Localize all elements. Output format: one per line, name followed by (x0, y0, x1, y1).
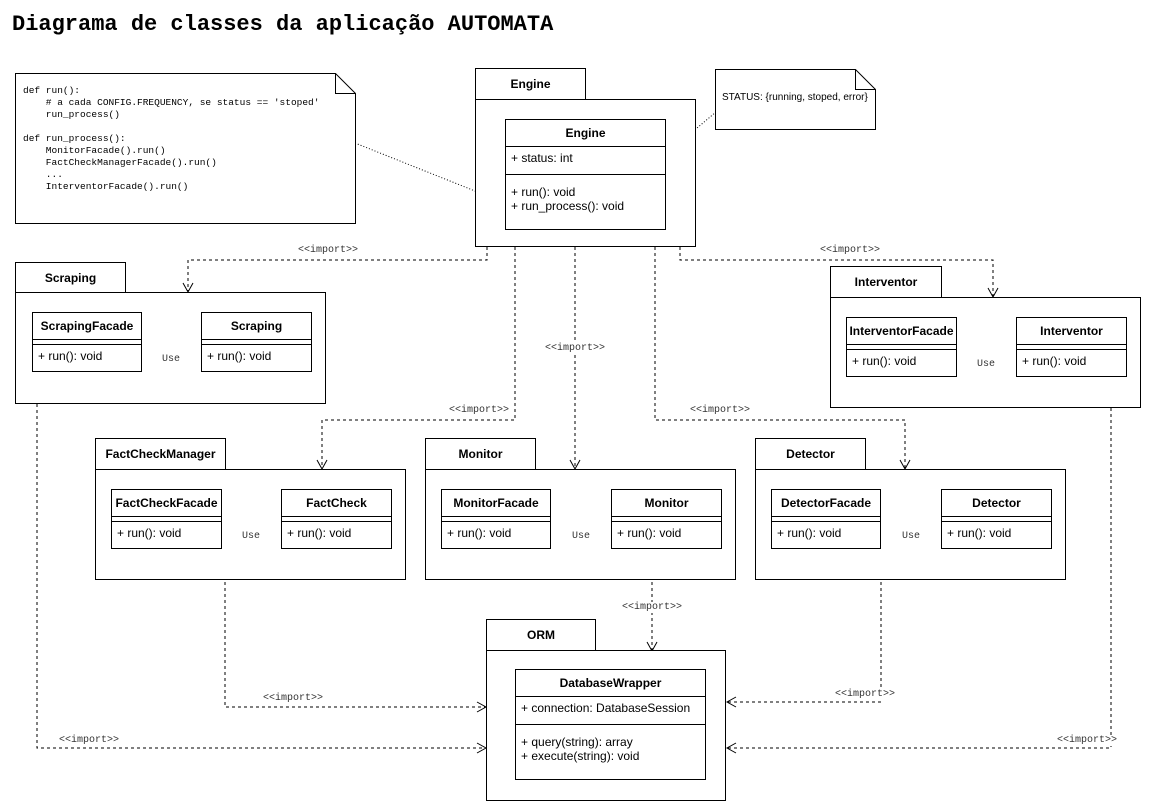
class-monitor-facade: MonitorFacade + run(): void (441, 489, 551, 549)
class-method: + run(): void (447, 526, 512, 540)
class-name: DatabaseWrapper (516, 670, 705, 697)
run-code-text: def run(): # a cada CONFIG.FREQUENCY, se… (23, 85, 320, 192)
class-divider (942, 517, 1051, 522)
import-label: <<import>> (690, 405, 751, 416)
import-scraping-orm (36, 404, 488, 754)
class-divider (112, 517, 221, 522)
class-method: + run(): void (852, 354, 917, 368)
class-factcheck: FactCheck + run(): void (281, 489, 392, 549)
class-name: Detector (942, 490, 1051, 517)
class-divider (1017, 345, 1126, 350)
import-engine-scraping (182, 247, 488, 294)
class-scraping-facade: ScrapingFacade + run(): void (32, 312, 142, 372)
class-method: + run(): void (511, 185, 576, 199)
import-factcheck-orm (224, 582, 488, 713)
import-interventor-orm (725, 408, 1112, 754)
package-tab-factcheckmanager: FactCheckManager (95, 438, 226, 470)
class-name: DetectorFacade (772, 490, 880, 517)
class-detector: Detector + run(): void (941, 489, 1052, 549)
class-detector-facade: DetectorFacade + run(): void (771, 489, 881, 549)
class-divider (282, 517, 391, 522)
class-interventor-facade: InterventorFacade + run(): void (846, 317, 957, 377)
class-database-wrapper: DatabaseWrapper + connection: DatabaseSe… (515, 669, 706, 780)
class-name: FactCheckFacade (112, 490, 221, 517)
class-divider (202, 340, 311, 345)
class-scraping: Scraping + run(): void (201, 312, 312, 372)
class-name: Interventor (1017, 318, 1126, 345)
class-name: Monitor (612, 490, 721, 517)
import-label: <<import>> (545, 343, 606, 354)
status-text: STATUS: {running, stoped, error} (722, 92, 868, 103)
import-label: <<import>> (1057, 735, 1118, 746)
use-label: Use (162, 354, 181, 365)
class-name: ScrapingFacade (33, 313, 141, 340)
diagram-title: Diagrama de classes da aplicação AUTOMAT… (12, 12, 554, 37)
class-divider (847, 345, 956, 350)
import-engine-detector (654, 247, 911, 471)
status-note: STATUS: {running, stoped, error} (715, 69, 876, 130)
package-tab-orm: ORM (486, 619, 596, 651)
package-tab-interventor: Interventor (830, 266, 942, 298)
import-engine-interventor (679, 247, 999, 299)
class-method: + query(string): array (521, 735, 633, 749)
class-method: + run(): void (777, 526, 842, 540)
import-label: <<import>> (449, 405, 510, 416)
note-shape (715, 69, 876, 130)
class-name: MonitorFacade (442, 490, 550, 517)
import-label: <<import>> (835, 689, 896, 700)
class-methods: + run(): void + run_process(): void (506, 175, 665, 217)
import-label: <<import>> (298, 245, 359, 256)
class-factcheck-facade: FactCheckFacade + run(): void (111, 489, 222, 549)
import-label: <<import>> (59, 735, 120, 746)
class-name: Scraping (202, 313, 311, 340)
class-divider (772, 517, 880, 522)
class-name: InterventorFacade (847, 318, 956, 345)
class-method: + run(): void (947, 526, 1012, 540)
class-method: + run(): void (617, 526, 682, 540)
package-tab-detector: Detector (755, 438, 866, 470)
import-label: <<import>> (820, 245, 881, 256)
class-name: FactCheck (282, 490, 391, 517)
package-tab-scraping: Scraping (15, 262, 126, 293)
class-method: + run(): void (1022, 354, 1087, 368)
class-method: + run(): void (287, 526, 352, 540)
class-divider (442, 517, 550, 522)
class-divider (612, 517, 721, 522)
import-engine-factcheck (316, 247, 516, 471)
use-label: Use (977, 359, 996, 370)
class-interventor: Interventor + run(): void (1016, 317, 1127, 377)
class-monitor: Monitor + run(): void (611, 489, 722, 549)
use-label: Use (572, 531, 591, 542)
class-engine: Engine + status: int + run(): void + run… (505, 119, 666, 230)
class-method: + run(): void (38, 349, 103, 363)
package-tab-monitor: Monitor (425, 438, 536, 470)
class-method: + run(): void (207, 349, 272, 363)
package-tab-engine: Engine (475, 68, 586, 100)
class-method: + execute(string): void (521, 749, 640, 763)
class-attribute: + connection: DatabaseSession (516, 697, 705, 725)
class-method: + run_process(): void (511, 199, 625, 213)
import-label: <<import>> (263, 693, 324, 704)
import-detector-orm (725, 582, 882, 708)
class-method: + run(): void (117, 526, 182, 540)
class-divider (33, 340, 141, 345)
run-code-note: def run(): # a cada CONFIG.FREQUENCY, se… (15, 73, 356, 224)
use-label: Use (242, 531, 261, 542)
import-label: <<import>> (622, 602, 683, 613)
class-methods: + query(string): array + execute(string)… (516, 725, 705, 767)
class-name: Engine (506, 120, 665, 147)
use-label: Use (902, 531, 921, 542)
note-shape (15, 73, 356, 224)
class-attribute: + status: int (506, 147, 665, 175)
